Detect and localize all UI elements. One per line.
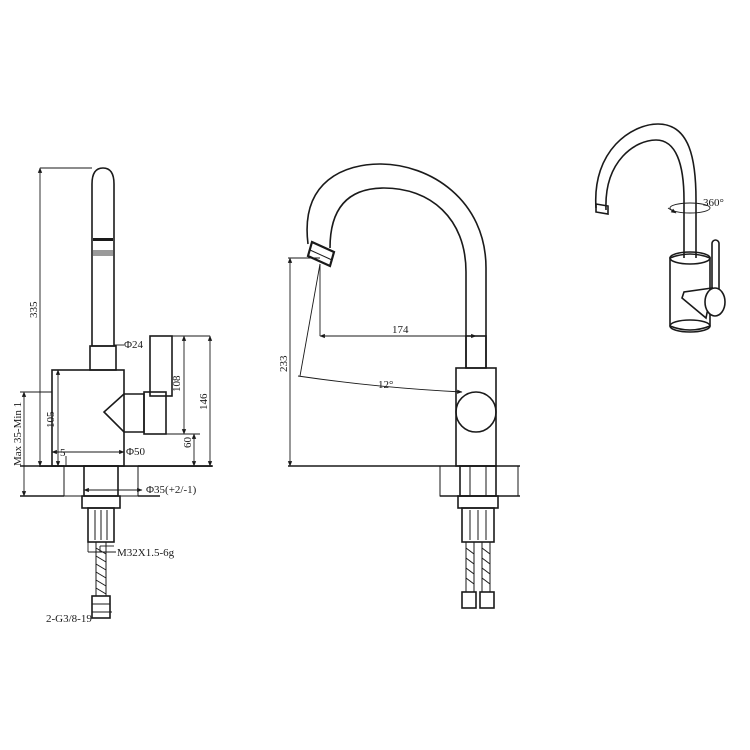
front-spout-tip — [306, 240, 336, 268]
dim-146: 146 — [198, 393, 210, 410]
dim-phi35: Φ35(+2/-1) — [146, 484, 197, 496]
front-spout-inner — [329, 187, 467, 368]
front-handle — [455, 391, 497, 433]
side-shank — [83, 465, 119, 497]
dim-60: 60 — [182, 437, 194, 449]
front-fitting-right — [479, 591, 495, 609]
front-mount-nut — [461, 507, 495, 543]
side-aerator-shade — [93, 250, 113, 256]
side-lever — [149, 335, 173, 397]
dim-angle: 12° — [378, 379, 393, 391]
dim-rotation: 360° — [703, 197, 724, 209]
persp-spout-inner — [605, 139, 685, 258]
side-hose-fitting — [91, 595, 111, 619]
dim-108: 108 — [171, 375, 183, 392]
dim-335: 335 — [28, 301, 40, 318]
dim-max-min: Max 35-Min 1 — [12, 402, 24, 466]
dim-5: 5 — [60, 447, 66, 459]
persp-handle-cap — [704, 287, 726, 317]
persp-body — [669, 253, 711, 331]
dim-233: 233 — [278, 355, 290, 372]
dim-phi50: Φ50 — [126, 446, 146, 458]
side-handle-cap — [143, 391, 167, 435]
dim-hose: 2-G3/8-19 — [46, 613, 92, 625]
dim-174: 174 — [392, 324, 409, 336]
perspective-view: 360° — [595, 123, 726, 333]
side-stone-right — [117, 465, 139, 497]
dim-phi24: Φ24 — [124, 339, 144, 351]
front-spout-outer — [306, 163, 487, 368]
front-body — [455, 367, 497, 467]
persp-spout-outer — [595, 123, 697, 258]
side-mount-nut — [87, 507, 115, 543]
persp-spout-tip — [595, 203, 609, 215]
persp-lever — [711, 239, 720, 293]
front-fitting-left — [461, 591, 477, 609]
side-aerator-band — [93, 238, 113, 241]
side-view: 335 Max 35-Min 1 105 5 Φ24 108 146 60 Φ5… — [12, 167, 213, 625]
side-stone-left — [63, 465, 85, 497]
side-spout-tube — [91, 167, 115, 347]
dim-thread: M32X1.5-6g — [117, 547, 175, 559]
front-stone-left — [439, 465, 461, 497]
side-handle-cone — [102, 393, 145, 433]
dim-105: 105 — [45, 411, 57, 428]
side-hose — [95, 542, 107, 596]
persp-rotation-ring — [669, 202, 711, 214]
front-view: 233 174 12° — [278, 163, 520, 609]
side-collar — [89, 345, 117, 371]
front-stone-right — [495, 465, 519, 497]
